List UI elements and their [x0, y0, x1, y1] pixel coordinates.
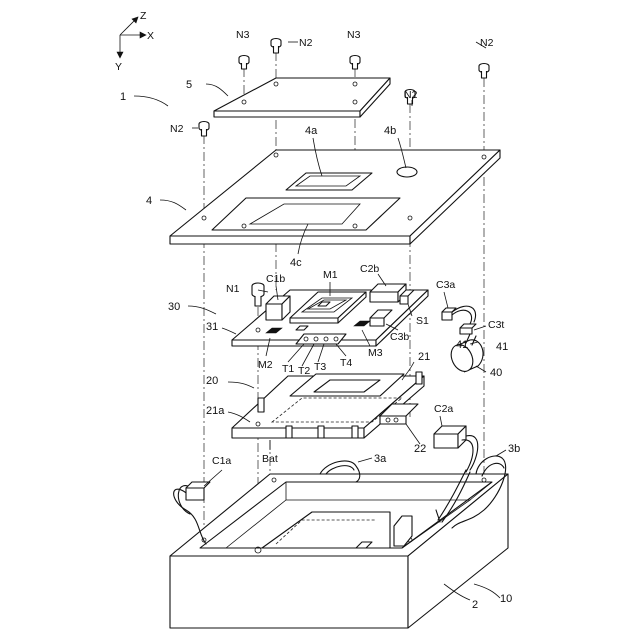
label-21a: 21a: [206, 405, 225, 417]
top-panel-4: [170, 150, 500, 244]
label-s1: S1: [416, 315, 429, 327]
label-m3: M3: [368, 347, 383, 359]
label-21: 21: [418, 351, 430, 363]
label-31: 31: [206, 321, 218, 333]
connector-c2a: [434, 426, 478, 472]
screw-n3-right: [350, 56, 360, 70]
coordinate-axes: Z X Y: [115, 10, 154, 73]
label-22: 22: [414, 443, 426, 455]
label-4c: 4c: [290, 257, 302, 269]
label-3a: 3a: [374, 453, 387, 465]
label-m1: M1: [323, 269, 338, 281]
label-5: 5: [186, 79, 192, 91]
label-41a: 41: [456, 339, 468, 351]
label-n2-top: N2: [299, 37, 313, 49]
label-t2: T2: [298, 365, 310, 377]
label-41b: 41: [496, 341, 508, 353]
label-n2-mid: N2: [404, 89, 418, 101]
label-t1: T1: [282, 363, 294, 375]
screw-n2-right: [479, 64, 489, 79]
screw-n1: [252, 283, 264, 306]
label-c3a: C3a: [436, 279, 455, 291]
label-c3b: C3b: [390, 331, 409, 343]
label-n1: N1: [226, 283, 240, 295]
label-m2: M2: [258, 359, 273, 371]
connector-c3a: [442, 306, 476, 334]
label-c2a: C2a: [434, 403, 453, 415]
label-4a: 4a: [305, 125, 318, 137]
screw-n3-left: [239, 56, 249, 70]
axis-z-label: Z: [140, 10, 147, 22]
label-20: 20: [206, 375, 218, 387]
label-30: 30: [168, 301, 180, 313]
label-c2b: C2b: [360, 263, 379, 275]
label-40: 40: [490, 367, 502, 379]
cover-plate-5: [214, 78, 390, 117]
label-bat: Bat: [262, 453, 278, 465]
axis-x-label: X: [147, 30, 154, 42]
axis-y-label: Y: [115, 61, 122, 73]
label-n2-left: N2: [170, 123, 184, 135]
screw-n2-top: [271, 39, 281, 54]
label-c3t: C3t: [488, 319, 504, 331]
label-n3-right: N3: [347, 29, 361, 41]
label-4b: 4b: [384, 125, 396, 137]
label-t4: T4: [340, 357, 352, 369]
label-3b: 3b: [508, 443, 520, 455]
label-1: 1: [120, 91, 126, 103]
label-c1b: C1b: [266, 273, 285, 285]
screw-n2-left: [199, 122, 209, 137]
label-2: 2: [472, 599, 478, 611]
label-10: 10: [500, 593, 512, 605]
label-n3-left: N3: [236, 29, 250, 41]
label-t3: T3: [314, 361, 326, 373]
holder-frame-20: [232, 372, 424, 438]
label-c1a: C1a: [212, 455, 231, 467]
label-n2-right: N2: [480, 37, 494, 49]
label-4: 4: [146, 195, 152, 207]
